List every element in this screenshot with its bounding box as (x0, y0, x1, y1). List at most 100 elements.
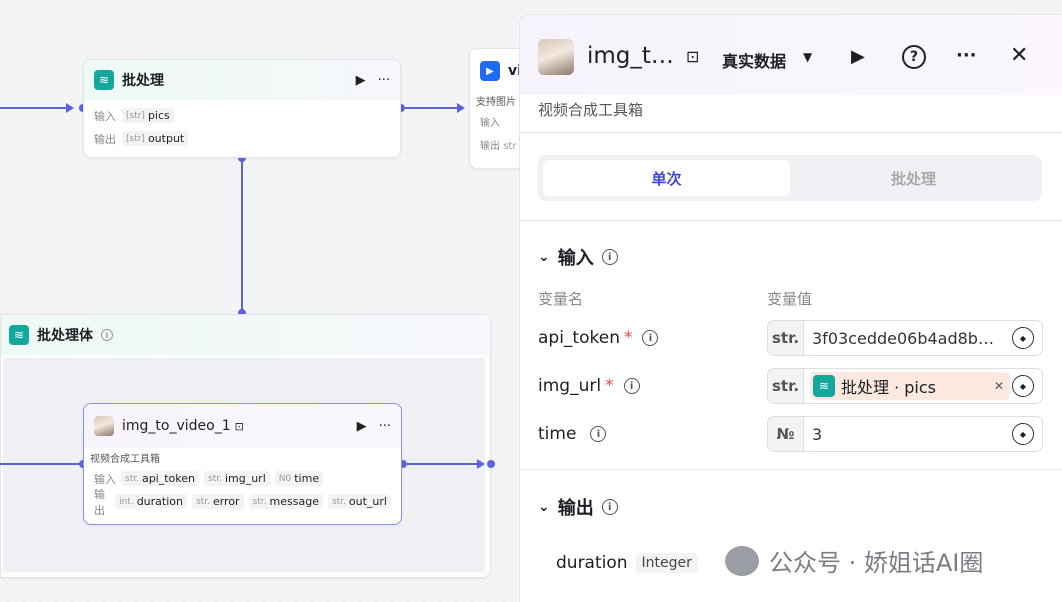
time-field[interactable]: № 3 ◆ (767, 416, 1043, 452)
more-icon[interactable]: ··· (956, 45, 977, 66)
type-label: str. (208, 473, 222, 484)
output-row: duration Integer (556, 553, 698, 573)
video-output-row: 输出 str (470, 129, 548, 152)
param-name: img_url (224, 472, 266, 485)
divider (520, 220, 1062, 221)
output-type-badge: Integer (635, 553, 698, 573)
api-token-input[interactable]: 3f03cedde06b4ad8b… (812, 328, 994, 348)
play-icon[interactable]: ▶ (851, 46, 865, 67)
param-name: out_url (348, 495, 387, 508)
type-label: str. (195, 496, 210, 507)
info-icon[interactable]: i (623, 378, 640, 394)
edge-arrow (477, 459, 485, 469)
type-badge: № (768, 417, 804, 451)
play-icon[interactable]: ▶ (356, 418, 367, 434)
info-icon[interactable]: i (101, 329, 113, 341)
batch-input-row: 输入 [str]pics (84, 104, 400, 127)
output-section-header[interactable]: ⌄ 输出 i (538, 494, 618, 520)
param-name: output (147, 132, 185, 145)
variable-ref-icon[interactable]: ◆ (1012, 327, 1034, 349)
batch-node-header: ≋ 批处理 ▶ ··· (84, 60, 400, 100)
field-name: api_token (538, 328, 620, 348)
chip-label: 批处理 · pics (841, 378, 936, 397)
param-name: duration (136, 495, 183, 508)
port-body-out[interactable] (487, 460, 495, 468)
type-badge: str. (768, 321, 804, 355)
type-label: str. (125, 473, 139, 484)
type-label: [str] (126, 110, 145, 121)
chevron-down-icon[interactable]: ⌄ (538, 499, 550, 515)
video-node-title: vi (508, 63, 522, 79)
batch-node[interactable]: ≋ 批处理 ▶ ··· 输入 [str]pics 输出 [str]output (83, 59, 401, 158)
video-icon: ▶ (480, 61, 500, 81)
time-input[interactable]: 3 (812, 424, 823, 444)
edge-arrow (66, 103, 74, 113)
output-tag: str.error (191, 494, 244, 509)
layers-icon: ≋ (813, 375, 835, 397)
output-label: 输出 (94, 487, 105, 517)
input-section-title: 输入 (557, 248, 594, 269)
port-body-top[interactable] (238, 309, 246, 317)
panel-header: img_t… ⊡ 真实数据 ▼ ▶ ? ··· ✕ (520, 15, 1062, 95)
chevron-down-icon[interactable]: ⌄ (538, 249, 550, 265)
img-node-title: img_to_video_1 (122, 418, 231, 434)
input-section-header[interactable]: ⌄ 输入 i (538, 244, 618, 270)
img-url-field[interactable]: str. ≋ 批处理 · pics ✕ ◆ (767, 368, 1043, 404)
divider (520, 132, 1062, 133)
info-icon[interactable]: i (601, 499, 618, 515)
variable-ref-icon[interactable]: ◆ (1012, 375, 1034, 397)
layers-icon: ≋ (94, 70, 114, 90)
port-batch-body[interactable] (238, 154, 246, 162)
panel-subtitle: 视频合成工具箱 (538, 101, 644, 119)
more-icon[interactable]: ··· (378, 418, 391, 434)
plugin-icon: ⊡ (234, 419, 244, 433)
tab-single[interactable]: 单次 (543, 160, 790, 196)
input-tag: str.img_url (204, 471, 270, 486)
param-name: error (212, 495, 240, 508)
output-tag: [str]output (122, 131, 189, 146)
variable-ref-icon[interactable]: ◆ (1012, 423, 1034, 445)
close-icon[interactable]: ✕ (1010, 43, 1029, 68)
tab-batch[interactable]: 批处理 (890, 169, 936, 188)
info-icon[interactable]: i (642, 330, 659, 346)
api-token-field[interactable]: str. 3f03cedde06b4ad8b… ◆ (767, 320, 1043, 356)
info-icon[interactable]: i (590, 426, 607, 442)
divider (520, 469, 1062, 470)
input-label: 输入 (480, 118, 500, 129)
more-icon[interactable]: ··· (377, 72, 390, 88)
img-output-row: 输出 int.duration str.error str.message st… (84, 488, 401, 517)
img-to-video-node[interactable]: img_to_video_1 ⊡ ▶ ··· 视频合成工具箱 输入 str.ap… (83, 403, 402, 525)
panel-title: img_t… (587, 43, 674, 69)
plugin-icon: ⊡ (686, 47, 700, 66)
field-label-img-url: img_url* i (538, 376, 640, 396)
play-icon[interactable]: ▶ (355, 72, 366, 88)
field-name: time (538, 424, 577, 444)
watermark: 公众号 · 娇姐话AI圈 (725, 543, 983, 578)
input-label: 输入 (94, 472, 116, 486)
help-icon[interactable]: ? (902, 45, 926, 69)
wechat-icon (725, 545, 759, 576)
field-label-api-token: api_token* i (538, 328, 659, 348)
avatar (94, 416, 114, 436)
remove-icon[interactable]: ✕ (993, 379, 1004, 393)
video-node-header: ▶ vi (470, 49, 548, 93)
output-tag: str.out_url (327, 494, 391, 509)
info-icon[interactable]: i (601, 249, 618, 265)
type-label: [str] (126, 133, 145, 144)
run-mode-tabs: 单次 批处理 (538, 155, 1042, 201)
variable-ref-chip[interactable]: ≋ 批处理 · pics ✕ (810, 372, 1010, 400)
output-label: 输出 (480, 141, 500, 152)
data-mode-select[interactable]: 真实数据 (722, 52, 787, 71)
avatar (538, 39, 574, 75)
param-name: message (269, 495, 319, 508)
chevron-down-icon[interactable]: ▼ (803, 50, 813, 64)
type-label: N0 (278, 473, 292, 484)
output-section-title: 输出 (557, 498, 594, 519)
port-out[interactable] (399, 460, 407, 468)
edge-body-in (0, 463, 80, 465)
output-name: duration (556, 553, 628, 573)
port-out[interactable] (397, 104, 405, 112)
layers-icon: ≋ (9, 325, 29, 345)
type-label: str (503, 141, 517, 152)
